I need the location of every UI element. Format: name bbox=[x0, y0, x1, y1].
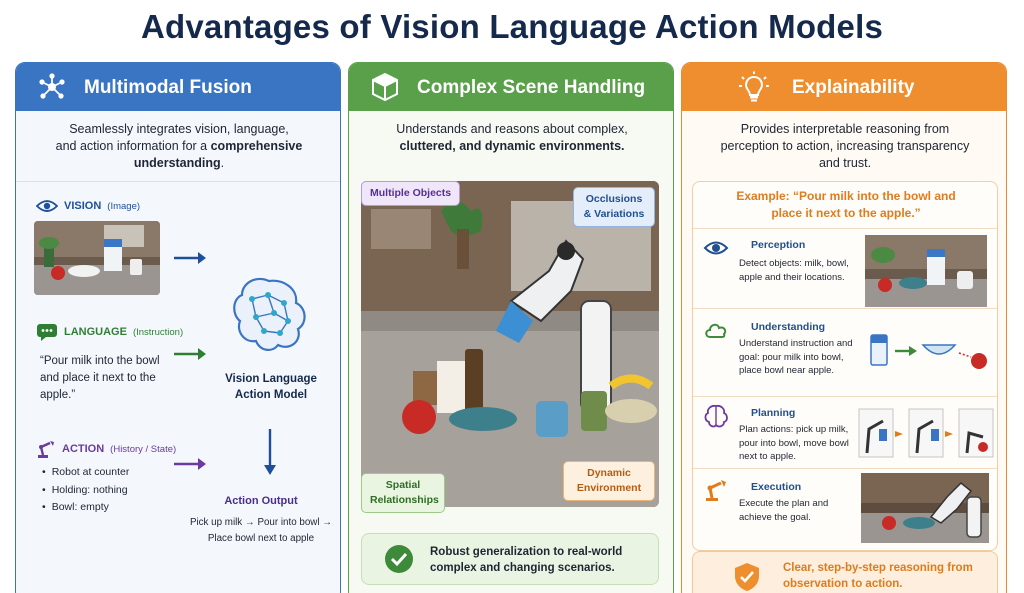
instruction-text: “Pour milk into the bowl and place it ne… bbox=[40, 355, 160, 401]
explain-intro: Provides interpretable reasoning from pe… bbox=[720, 122, 970, 170]
robot-arm-icon bbox=[706, 480, 726, 501]
step-planning: Planning Plan actions: pick up milk, pou… bbox=[693, 396, 997, 468]
execution-image bbox=[861, 473, 989, 543]
robust-text: Robust generalization to real-world comp… bbox=[430, 546, 623, 574]
explainability-header: Explainability bbox=[682, 63, 1006, 111]
intro-period: . bbox=[220, 156, 225, 170]
step-name: Planning bbox=[751, 407, 796, 419]
step-desc: Detect objects: milk, bowl, apple and th… bbox=[739, 258, 849, 283]
language-label-text: LANGUAGE bbox=[64, 326, 127, 338]
clear-reasoning-text: Clear, step-by-step reasoning from obser… bbox=[783, 562, 973, 590]
action-output-text: Pick up milk → Pour into bowl → Place bo… bbox=[189, 517, 333, 544]
intro-line-1: Seamlessly integrates vision, language, bbox=[69, 122, 289, 136]
intro-bold: comprehensive understanding bbox=[133, 139, 303, 170]
model-label: Vision Language Action Model bbox=[225, 373, 317, 401]
scene-intro-bold: cluttered, and dynamic environments. bbox=[399, 139, 625, 153]
example-title: Example: “Pour milk into the bowl and pl… bbox=[736, 189, 956, 220]
step-desc: Execute the plan and achieve the goal. bbox=[739, 498, 829, 523]
eye-icon bbox=[703, 241, 729, 255]
step-understanding: Understanding Understand instruction and… bbox=[693, 308, 997, 396]
shield-check-icon bbox=[735, 563, 759, 591]
output-arrow bbox=[264, 429, 276, 475]
callout-multiple-objects: Multiple Objects bbox=[361, 181, 461, 206]
example-box: Example: “Pour milk into the bowl and pl… bbox=[692, 181, 998, 551]
chat-icon bbox=[37, 324, 57, 341]
step-execution: Execution Execute the plan and achieve t… bbox=[693, 468, 997, 552]
step-name: Understanding bbox=[751, 321, 826, 333]
state-item: Holding: nothing bbox=[42, 482, 129, 500]
step-name: Execution bbox=[751, 481, 802, 493]
intro-line-2: and action information for a bbox=[55, 139, 211, 153]
state-item: Robot at counter bbox=[42, 464, 130, 482]
step-desc: Understand instruction and goal: pour mi… bbox=[739, 338, 853, 376]
action-label: ACTION (History / State) bbox=[36, 439, 176, 459]
divider bbox=[16, 181, 340, 182]
step-perception: Perception Detect objects: milk, bowl, a… bbox=[693, 228, 997, 308]
cube-icon bbox=[372, 72, 398, 102]
action-label-text: ACTION bbox=[62, 443, 105, 455]
language-sub: (Instruction) bbox=[132, 326, 184, 338]
robust-generalization-box: Robust generalization to real-world comp… bbox=[361, 533, 659, 585]
page-title: Advantages of Vision Language Action Mod… bbox=[140, 8, 884, 45]
multimodal-fusion-title: Multimodal Fusion bbox=[84, 77, 252, 98]
cloud-icon bbox=[705, 323, 727, 338]
vision-arrow bbox=[174, 252, 206, 264]
multimodal-intro: Seamlessly integrates vision, language, … bbox=[26, 121, 332, 172]
network-icon bbox=[39, 73, 65, 99]
complex-scene-panel: Complex Scene Handling Understands and r… bbox=[348, 62, 674, 593]
kitchen-scene-image bbox=[361, 181, 659, 507]
vision-label: VISION (Image) bbox=[36, 199, 140, 213]
explainability-panel: Explainability Provides interpretable re… bbox=[681, 62, 1007, 593]
callout-occlusions: Occlusions & Variations bbox=[573, 187, 655, 227]
perception-image bbox=[865, 235, 987, 307]
brain-icon bbox=[704, 404, 728, 428]
explainability-title: Explainability bbox=[792, 77, 915, 98]
brain-icon bbox=[233, 277, 306, 351]
action-output-label: Action Output bbox=[224, 495, 298, 507]
planning-illustration bbox=[858, 408, 994, 458]
scene-intro: Understands and reasons about complex, c… bbox=[359, 121, 665, 155]
language-arrow bbox=[174, 348, 206, 360]
state-list: Robot at counter Holding: nothing Bowl: … bbox=[42, 464, 130, 517]
action-sub: (History / State) bbox=[110, 443, 177, 455]
lightbulb-icon bbox=[739, 71, 769, 102]
multimodal-fusion-header: Multimodal Fusion bbox=[16, 63, 340, 111]
understanding-illustration bbox=[870, 334, 987, 369]
step-name: Perception bbox=[751, 239, 806, 251]
eye-icon bbox=[36, 200, 58, 212]
clear-reasoning-box: Clear, step-by-step reasoning from obser… bbox=[692, 551, 998, 593]
state-item: Bowl: empty bbox=[42, 499, 129, 517]
scene-intro-line-1: Understands and reasons about complex, bbox=[396, 122, 628, 136]
complex-scene-header: Complex Scene Handling bbox=[349, 63, 673, 111]
vision-label-text: VISION bbox=[64, 200, 102, 212]
vision-sub: (Image) bbox=[107, 200, 141, 212]
multimodal-fusion-panel: Multimodal Fusion Seamlessly integrates … bbox=[15, 62, 341, 593]
vision-image bbox=[34, 221, 160, 295]
language-label: LANGUAGE (Instruction) bbox=[36, 323, 183, 341]
robot-arm-icon bbox=[38, 441, 54, 458]
callout-dynamic: Dynamic Environment bbox=[563, 461, 655, 501]
step-desc: Plan actions: pick up milk, pour into bo… bbox=[739, 424, 849, 462]
check-circle-icon bbox=[385, 545, 413, 573]
callout-spatial: Spatial Relationships bbox=[361, 473, 445, 513]
action-arrow bbox=[174, 458, 206, 470]
complex-scene-title: Complex Scene Handling bbox=[417, 77, 646, 98]
